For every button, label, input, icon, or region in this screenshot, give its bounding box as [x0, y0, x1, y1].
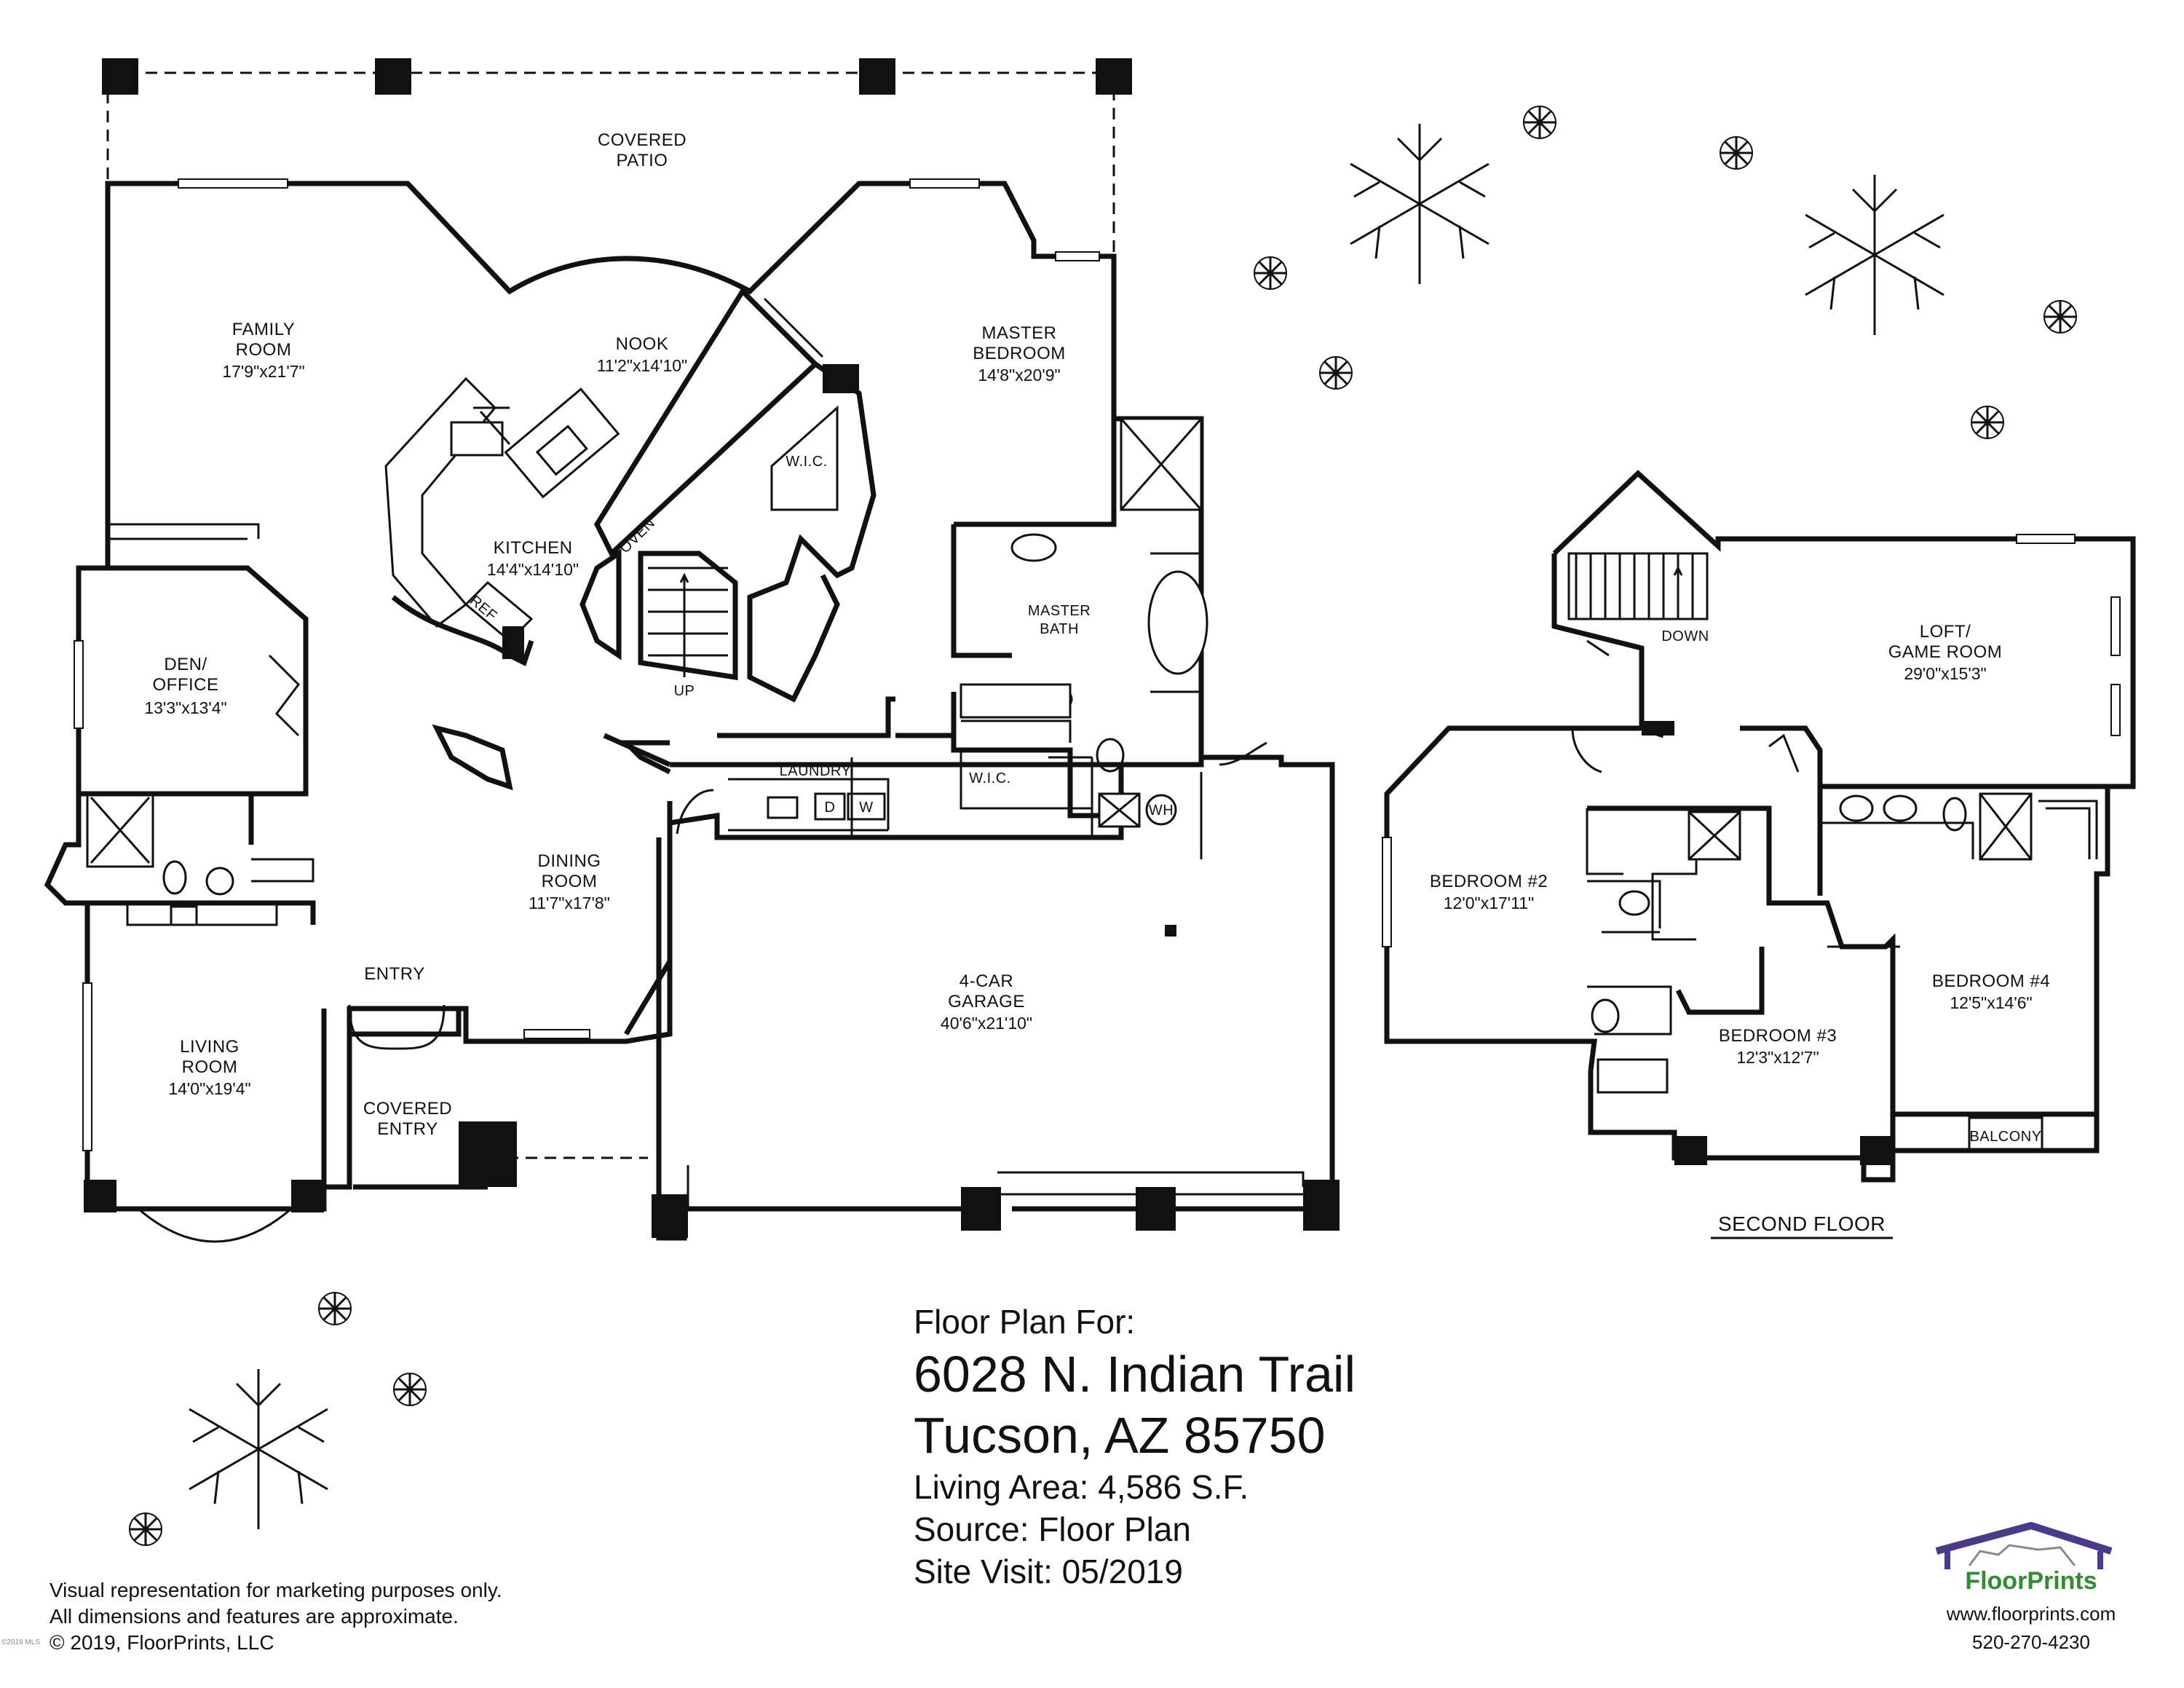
bedroom3-label: BEDROOM #3	[1719, 1026, 1837, 1046]
shrub-icon	[1971, 406, 2004, 439]
brand-name-floor: Floor	[1965, 1567, 2027, 1595]
stairs-up-label: UP	[674, 683, 695, 699]
living-room-label: LIVING	[180, 1037, 240, 1057]
shrub-icon	[129, 1513, 162, 1546]
loft-dims: 29'0"x15'3"	[1904, 664, 1986, 683]
nook-dims: 11'2"x14'10"	[597, 356, 687, 375]
bedroom4-dims: 12'5"x14'6"	[1950, 993, 2032, 1012]
covered-patio-label: COVERED	[598, 130, 687, 150]
covered-patio-label-2: PATIO	[617, 151, 668, 170]
living-room-label-2: ROOM	[182, 1057, 238, 1077]
den-office-label: DEN/	[164, 655, 207, 674]
stairs-down-label: DOWN	[1661, 628, 1709, 644]
brand-block: FloorPrints www.floorprints.com 520-270-…	[1922, 1522, 2140, 1654]
master-bedroom-dims: 14'8"x20'9"	[978, 366, 1060, 384]
oven-label: OVEN	[617, 515, 658, 556]
windows	[74, 178, 2121, 1151]
shrub-icon	[1523, 106, 1556, 139]
entry-label: ENTRY	[364, 964, 424, 984]
title-heading: Floor Plan For:	[914, 1303, 1136, 1341]
water-heater-label: WH	[1149, 802, 1174, 819]
family-room-label: FAMILY	[232, 320, 296, 339]
den-office-label-2: OFFICE	[153, 675, 219, 695]
loft-label: LOFT/	[1920, 622, 1971, 642]
brand-name: FloorPrints	[1922, 1567, 2140, 1596]
floorprints-logo-icon	[1935, 1522, 2113, 1569]
main-floor	[44, 58, 1340, 1243]
dining-room-label-2: ROOM	[542, 872, 598, 891]
site-visit: Site Visit: 05/2019	[914, 1553, 1183, 1590]
bedroom4-label: BEDROOM #4	[1932, 971, 2050, 991]
tree-icon	[1805, 175, 1944, 335]
second-floor	[1384, 470, 2136, 1183]
brand-phone: 520-270-4230	[1972, 1631, 2090, 1653]
tree-icon	[189, 1369, 328, 1529]
living-area: Living Area: 4,586 S.F.	[914, 1468, 1249, 1506]
kitchen-dims: 14'4"x14'10"	[487, 560, 579, 579]
copyright: © 2019, FloorPrints, LLC	[50, 1631, 274, 1654]
garage-label: 4-CAR	[960, 971, 1014, 991]
laundry-label: LAUNDRY	[780, 763, 852, 779]
master-bath-label-2: BATH	[1040, 621, 1079, 637]
wic-upper-label: W.I.C.	[786, 454, 827, 470]
loft-label-2: GAME ROOM	[1888, 642, 2003, 662]
tree-icon	[1350, 124, 1489, 284]
shrub-icon	[2043, 300, 2077, 334]
disclaimer-line-2: All dimensions and features are approxim…	[50, 1605, 459, 1628]
balcony-label: BALCONY	[1969, 1129, 2041, 1145]
title-block: Floor Plan For: 6028 N. Indian Trail Tuc…	[914, 1300, 1569, 1593]
family-room-dims: 17'9"x21'7"	[222, 362, 304, 381]
master-bedroom-label: MASTER	[981, 323, 1056, 343]
source: Source: Floor Plan	[914, 1510, 1191, 1548]
disclaimer-line-1: Visual representation for marketing purp…	[50, 1579, 502, 1601]
bedroom2-dims: 12'0"x17'11"	[1444, 894, 1534, 912]
living-room-dims: 14'0"x19'4"	[168, 1079, 250, 1098]
master-bath-label: MASTER	[1028, 603, 1091, 619]
washer-label: W	[859, 800, 873, 816]
bedroom3-dims: 12'3"x12'7"	[1736, 1048, 1819, 1067]
address-line-2: Tucson, AZ 85750	[914, 1407, 1326, 1464]
logo-spacer	[1922, 1522, 2140, 1573]
shrub-icon	[1319, 356, 1353, 390]
garage-label-2: GARAGE	[948, 992, 1025, 1011]
kitchen-label: KITCHEN	[494, 538, 573, 558]
nook-label: NOOK	[616, 334, 669, 354]
den-office-dims: 13'3"x13'4"	[144, 698, 226, 717]
shrub-icon	[1720, 136, 1753, 170]
garage-dims: 40'6"x21'10"	[941, 1014, 1032, 1033]
second-floor-label: SECOND FLOOR	[1718, 1212, 1886, 1235]
dryer-label: D	[825, 800, 836, 816]
family-room-label-2: ROOM	[236, 340, 292, 360]
shrub-icon	[393, 1373, 427, 1406]
brand-website[interactable]: www.floorprints.com	[1946, 1603, 2116, 1625]
dining-room-dims: 11'7"x17'8"	[529, 894, 610, 912]
bedroom2-label: BEDROOM #2	[1430, 872, 1548, 891]
dining-room-label: DINING	[538, 851, 601, 871]
room-labels: COVERED PATIO FAMILY ROOM 17'9"x21'7" NO…	[144, 130, 2050, 1239]
mls-stamp: ©2019 MLS	[1, 1638, 40, 1646]
wic-lower-label: W.I.C.	[969, 770, 1010, 786]
covered-entry-label-2: ENTRY	[377, 1119, 438, 1139]
covered-entry-label: COVERED	[363, 1099, 452, 1119]
shrub-icon	[318, 1292, 352, 1325]
master-bedroom-label-2: BEDROOM	[973, 344, 1066, 363]
address-line-1: 6028 N. Indian Trail	[914, 1346, 1356, 1403]
disclaimer: Visual representation for marketing purp…	[50, 1577, 502, 1656]
brand-name-prints: Prints	[2027, 1567, 2097, 1595]
shrub-icon	[1254, 256, 1287, 290]
